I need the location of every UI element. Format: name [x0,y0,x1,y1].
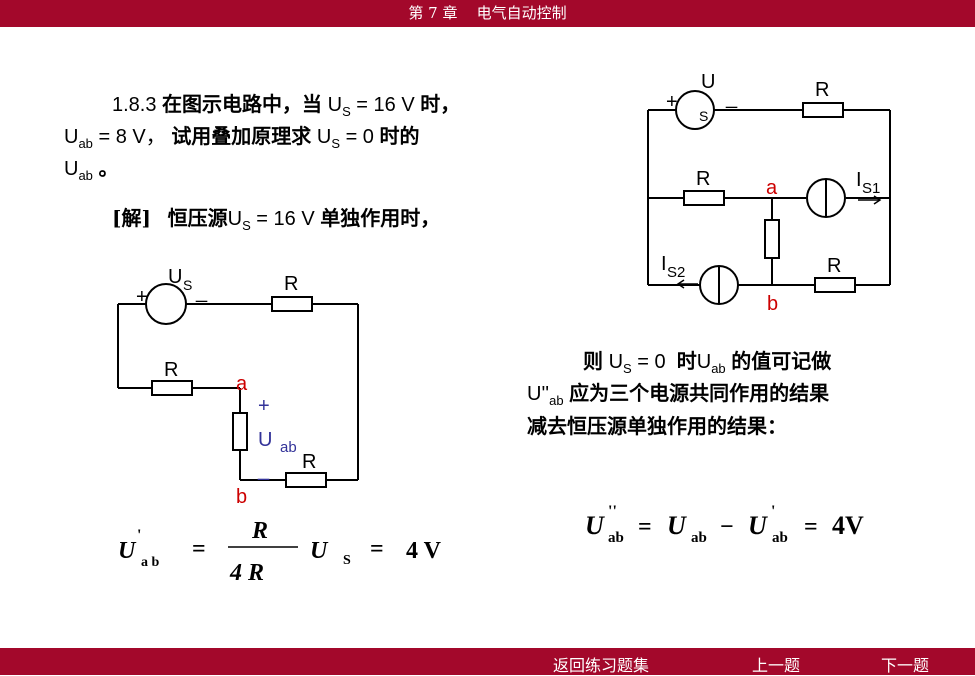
svg-text:U: U [118,538,137,564]
svg-text:ab: ab [772,530,788,546]
resistor-mid-2 [683,190,725,206]
c1-us-label: U [168,266,182,288]
circuit-2 [647,90,891,305]
voltage-source-1 [145,283,187,325]
svg-text:=: = [192,536,206,562]
next-problem-link[interactable]: 下一题 [881,656,930,675]
svg-text:U: U [585,511,605,540]
chapter-header: 第 7 章 电气自动控制 [0,0,975,27]
problem-number: 1.8.3 [112,94,157,116]
c2-node-b: b [767,293,778,315]
note-line-2: U''ab 应为三个电源共同作用的结果 [527,381,830,408]
svg-text:I: I [661,253,667,275]
solution-label: [解] [112,206,151,230]
c2-r-top: R [815,79,829,101]
navigation-bar: 返回练习题集 上一题 下一题 [0,648,975,675]
svg-text:4V: 4V [832,511,864,540]
svg-text:U: U [310,538,329,564]
resistor-top-2 [802,102,844,118]
svg-text:'': '' [608,503,617,520]
resistor-top-1 [271,296,313,312]
problem-line-2: Uab = 8 V， 试用叠加原理求 US = 0 时的 [64,124,420,151]
svg-text:−: − [720,514,734,540]
note-line-1: 则 US = 0 时Uab 的值可记做 [583,349,832,376]
formula-result: U '' ab = U ab − U ' ab = 4V [585,503,864,546]
previous-problem-link[interactable]: 上一题 [752,656,801,675]
svg-text:+: + [258,395,270,417]
svg-text:ab: ab [691,530,707,546]
svg-text:S1: S1 [862,180,880,197]
svg-text:U: U [258,429,272,451]
solution-line: [解] 恒压源US = 16 V 单独作用时， [112,206,441,233]
svg-text:U: U [748,511,768,540]
circuit-1-labels: U S + _ R R a + U ab R _ b [136,266,316,508]
svg-text:_: _ [195,281,208,303]
c1-node-b: b [236,486,247,508]
chapter-number: 第 7 章 [408,4,458,22]
resistor-vertical-1 [232,412,248,451]
svg-text:a b: a b [141,555,160,570]
formula-superposition: U ' a b = R 4 R U S = 4 V [118,518,442,586]
chapter-title: 电气自动控制 [476,4,567,22]
svg-text:4 R: 4 R [229,560,264,586]
svg-text:+: + [666,91,678,113]
c1-r-top: R [284,273,298,295]
svg-text:ab: ab [280,439,297,456]
svg-text:+: + [136,286,148,308]
svg-text:=: = [370,536,384,562]
svg-text:U: U [667,511,687,540]
svg-text:S: S [183,277,192,293]
svg-text:': ' [137,527,141,544]
problem-line-3: Uab 。 [64,156,119,183]
svg-text:ab: ab [608,530,624,546]
resistor-bottom-1 [285,472,327,488]
note-line-3: 减去恒压源单独作用的结果： [527,414,787,438]
svg-text:=: = [638,514,652,540]
svg-text:_: _ [725,87,738,109]
resistor-vertical-2 [764,219,780,259]
c2-node-a: a [766,177,778,199]
svg-text:S: S [699,108,708,124]
circuit-1 [117,283,359,488]
svg-text:4 V: 4 V [406,538,442,564]
circuit-2-labels: U S + _ R R a I S1 I S2 R b [661,71,880,315]
problem-line-1: 1.8.3 在图示电路中，当 US = 16 V 时， [112,92,461,119]
c2-r-mid: R [696,168,710,190]
svg-text:I: I [856,169,862,191]
resistor-bottom-2 [814,277,856,293]
svg-text:_: _ [257,459,270,481]
c2-r-bottom: R [827,255,841,277]
resistor-left-1 [151,380,193,396]
voltage-source-2 [675,90,715,130]
svg-text:=: = [804,514,818,540]
c1-r-bottom: R [302,451,316,473]
c1-r-left: R [164,359,178,381]
svg-text:U: U [701,71,715,93]
svg-text:S2: S2 [667,264,685,281]
back-to-exercises-link[interactable]: 返回练习题集 [553,656,650,675]
c1-node-a: a [236,373,248,395]
svg-text:S: S [343,553,351,568]
svg-text:R: R [251,518,268,544]
svg-text:': ' [771,503,775,520]
